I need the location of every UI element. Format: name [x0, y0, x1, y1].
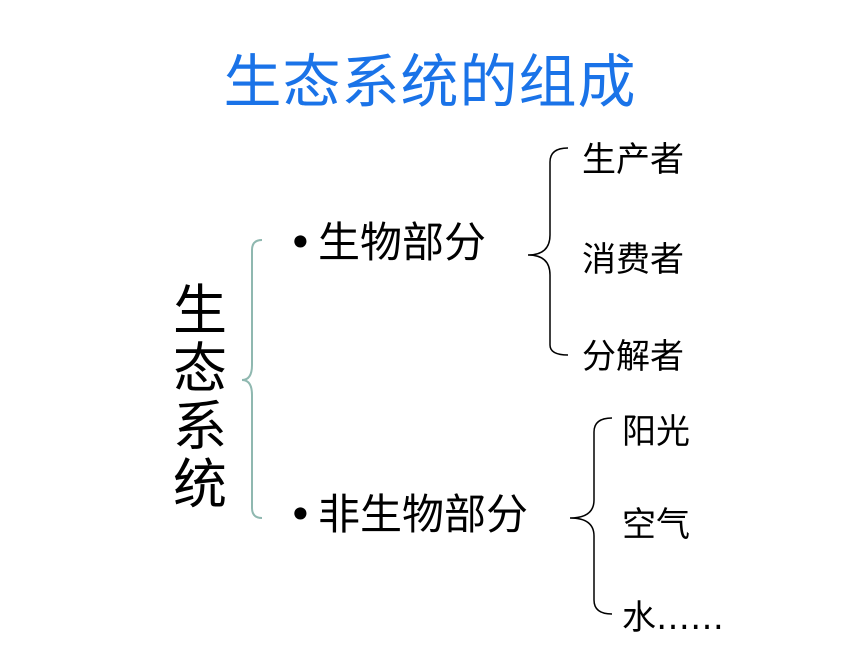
leaf-air: 空气: [622, 505, 690, 545]
branch-living: •生物部分: [288, 218, 486, 268]
branch-nonliving: •非生物部分: [288, 490, 528, 540]
leaf-water: 水……: [622, 598, 724, 638]
leaf-decomposer: 分解者: [582, 337, 684, 377]
main-brace: [241, 239, 263, 519]
leaf-consumer: 消费者: [582, 240, 684, 280]
living-brace: [527, 147, 569, 356]
branch-label: 非生物部分: [318, 490, 529, 539]
nonliving-brace: [569, 417, 613, 615]
bullet: •: [288, 218, 313, 267]
leaf-sunlight: 阳光: [622, 412, 690, 452]
branch-label: 生物部分: [318, 218, 487, 267]
root-label: 生态系统: [173, 279, 227, 516]
leaf-producer: 生产者: [582, 140, 684, 180]
bullet: •: [288, 490, 313, 539]
page-title: 生态系统的组成: [223, 48, 637, 116]
